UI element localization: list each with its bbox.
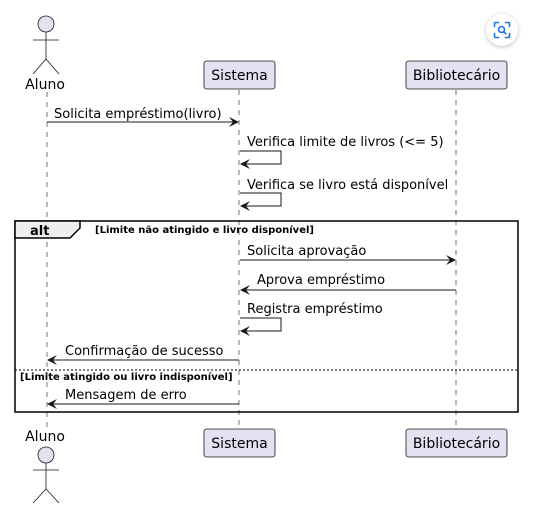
- actor-aluno-top: [32, 15, 60, 75]
- message-label-verifica-disponivel: Verifica se livro está disponível: [247, 178, 448, 193]
- actor-aluno-bottom: [32, 446, 60, 504]
- message-arrow-verifica-limite: [240, 150, 282, 169]
- alt-guard-2: [Limite atingido ou livro indisponível]: [20, 371, 233, 383]
- message-label-aprova-emprestimo: Aprova empréstimo: [257, 273, 385, 288]
- scan-button[interactable]: [486, 14, 518, 46]
- actor-aluno-bottom-label: Aluno: [25, 429, 65, 445]
- alt-tab: [14, 220, 81, 239]
- participant-sistema-top: [203, 60, 276, 90]
- alt-guard-1: [Limite não atingido e livro disponível]: [95, 224, 314, 236]
- alt-fragment: [14, 220, 519, 413]
- participant-sistema-bottom: [203, 428, 276, 458]
- participant-bibliotecario-bottom: [405, 428, 508, 458]
- alt-keyword: alt: [30, 224, 49, 239]
- participant-bibliotecario-bottom-label: Bibliotecário: [413, 436, 500, 452]
- scan-icon: [493, 21, 511, 39]
- message-label-solicita-emprestimo: Solicita empréstimo(livro): [54, 107, 222, 122]
- message-arrow-registra-emprestimo: [240, 317, 282, 336]
- message-label-registra-emprestimo: Registra empréstimo: [247, 302, 383, 317]
- participant-sistema-bottom-label: Sistema: [211, 436, 267, 452]
- message-label-verifica-limite: Verifica limite de livros (<= 5): [247, 135, 444, 150]
- message-label-confirmacao: Confirmação de sucesso: [65, 344, 223, 359]
- participant-bibliotecario-top-label: Bibliotecário: [413, 68, 500, 84]
- message-label-erro: Mensagem de erro: [65, 388, 187, 403]
- participant-sistema-top-label: Sistema: [211, 68, 267, 84]
- participant-bibliotecario-top: [405, 60, 508, 90]
- actor-aluno-top-label: Aluno: [25, 77, 65, 93]
- message-label-solicita-aprovacao: Solicita aprovação: [247, 244, 366, 259]
- message-arrow-verifica-disponivel: [240, 192, 282, 211]
